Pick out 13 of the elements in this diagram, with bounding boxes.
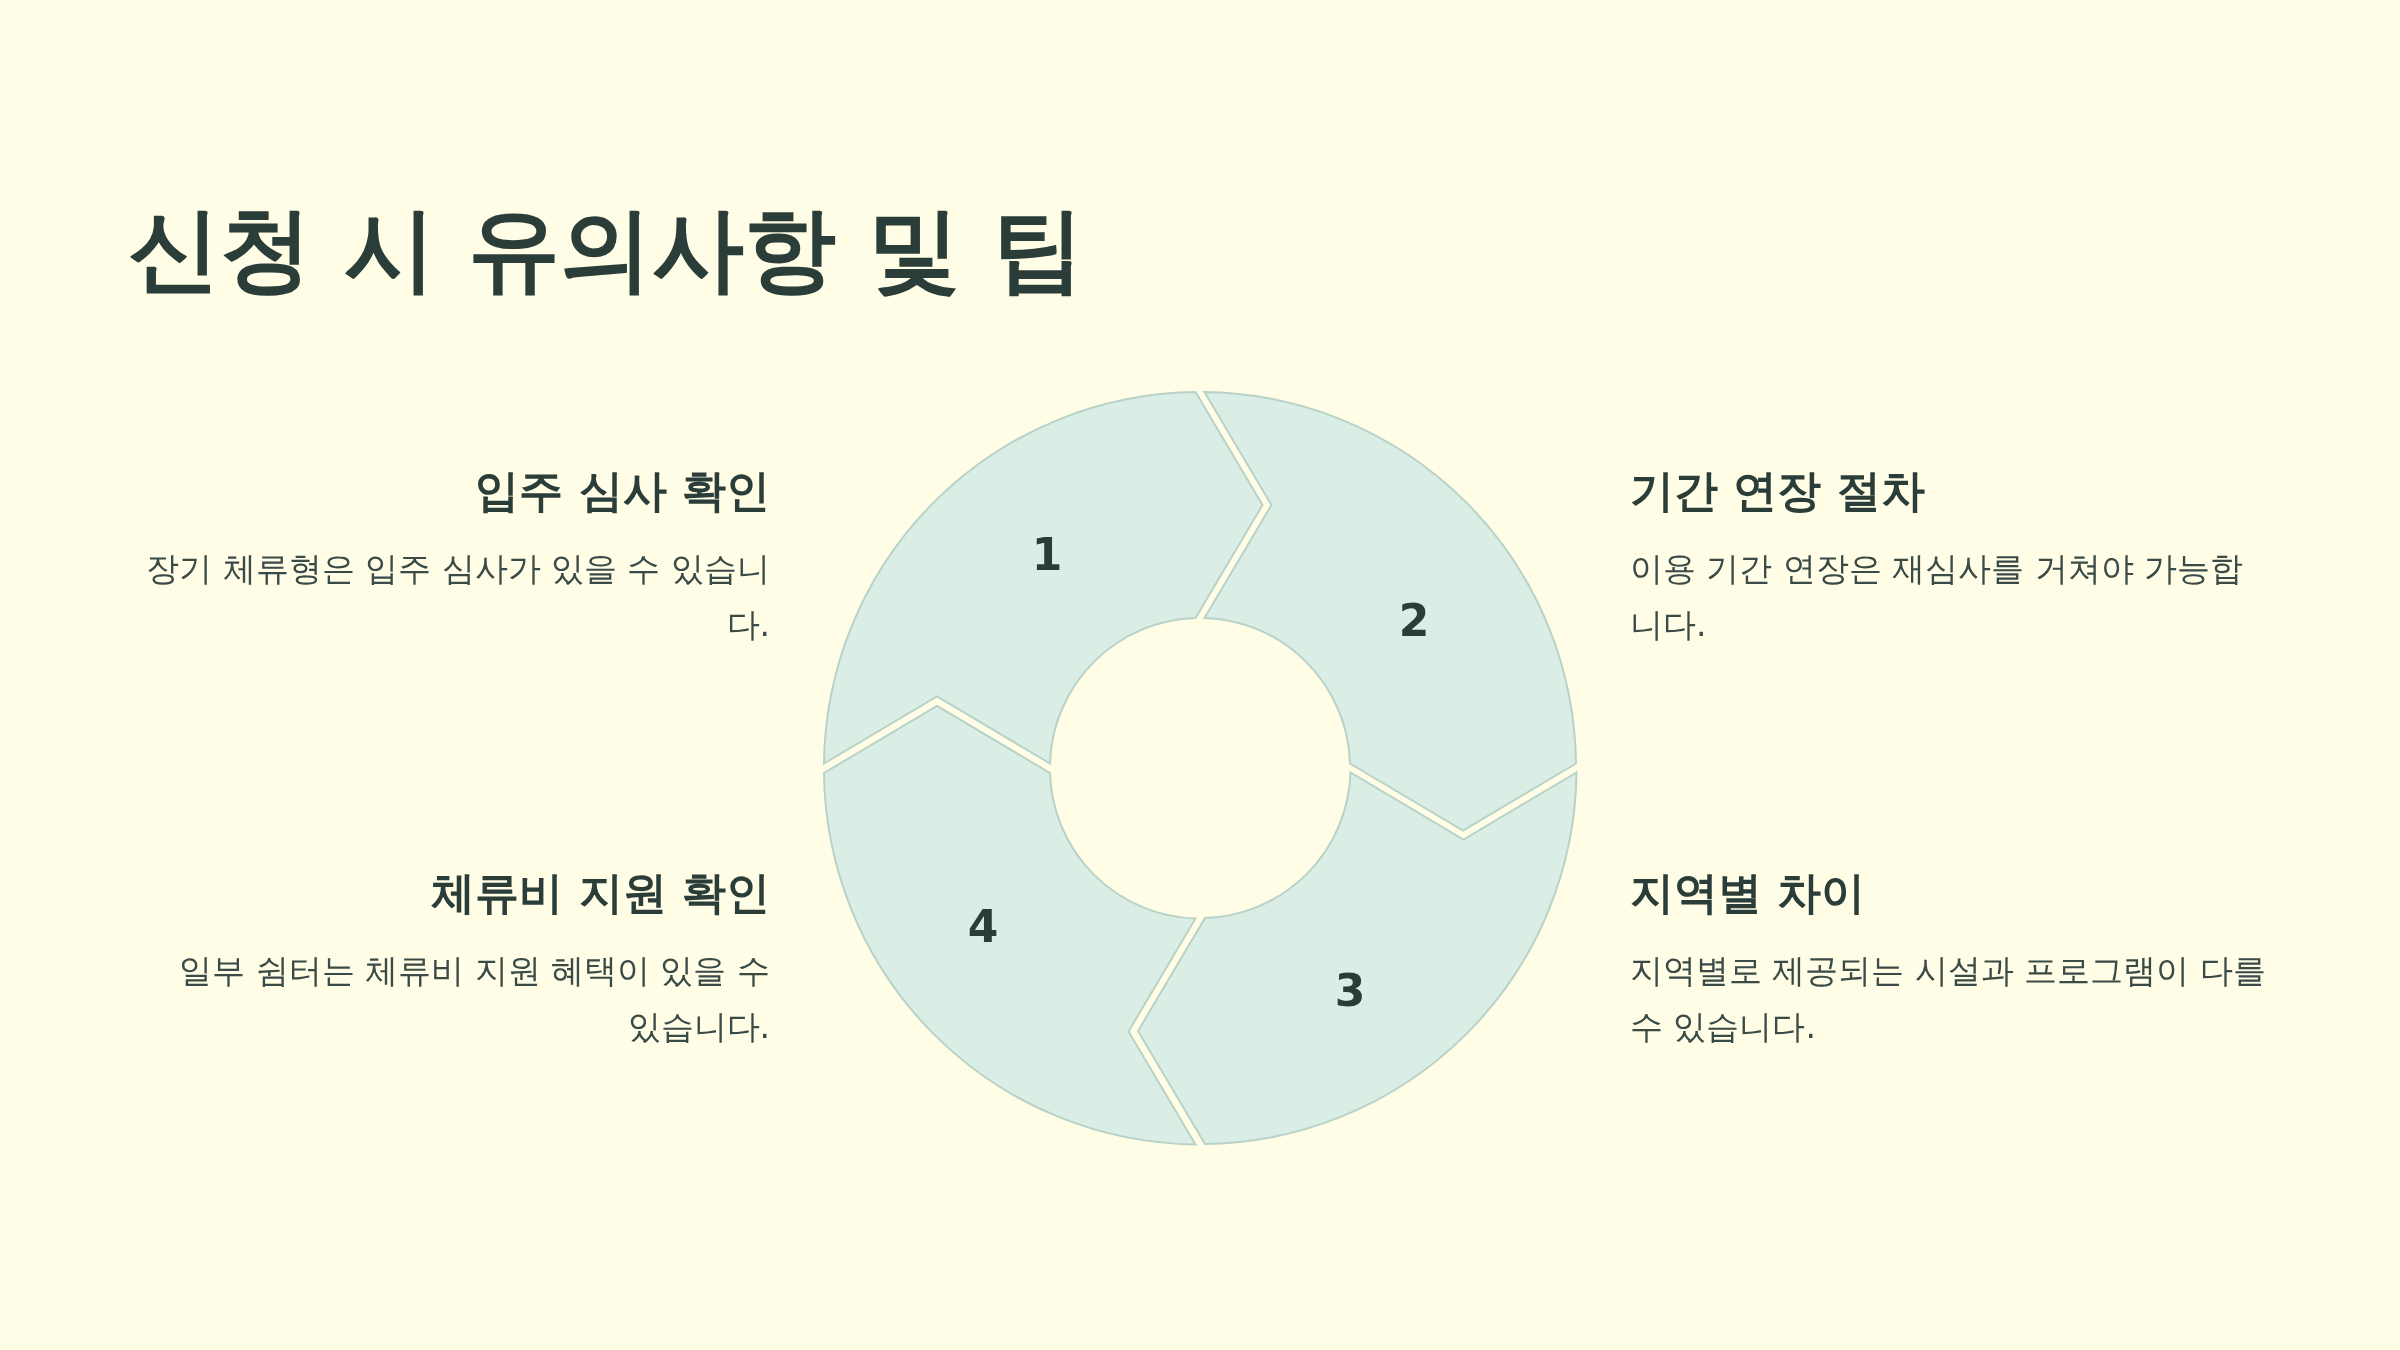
step-number: 4 [967,900,999,952]
tip-heading: 기간 연장 절차 [1630,464,1926,518]
step-number: 1 [1031,528,1063,580]
tip-heading: 지역별 차이 [1630,866,1867,920]
tip-heading: 입주 심사 확인 [474,464,770,518]
step-number: 3 [1334,964,1366,1016]
tip-description: 지역별로 제공되는 시설과 프로그램이 다를 수 있습니다. [1630,950,2267,1049]
title: 신청 시 유의사항 및 팁 [128,195,1085,305]
tip-description: 일부 쉼터는 체류비 지원 혜택이 있을 수 있습니다. [178,950,770,1049]
step-number: 2 [1398,594,1430,646]
tip-heading: 체류비 지원 확인 [430,866,770,920]
tip-description: 장기 체류형은 입주 심사가 있을 수 있습니다. [145,548,770,647]
tip-description: 이용 기간 연장은 재심사를 거쳐야 가능합니다. [1630,548,2245,647]
